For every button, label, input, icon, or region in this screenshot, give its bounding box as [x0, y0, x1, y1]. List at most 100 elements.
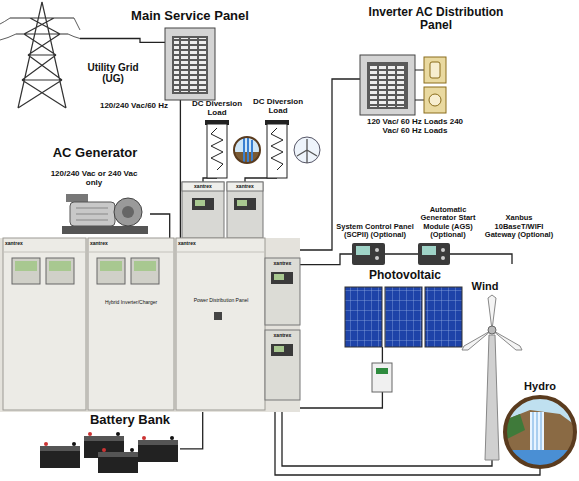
charge-controller — [237, 200, 247, 206]
hydro-scene — [505, 397, 575, 467]
battery — [40, 446, 80, 451]
callout-label: Xanbus 10BaseT/WIFI Gateway (Optional) — [482, 214, 556, 239]
utility-grid: Utility Grid (UG) — [5, 0, 80, 110]
solar-panel — [385, 287, 422, 347]
node-label: Hydro — [515, 380, 565, 392]
main-service-panel — [165, 28, 215, 100]
solar-panel — [345, 287, 462, 347]
node-label: AC Generator — [38, 146, 152, 160]
battery — [40, 432, 178, 473]
node-label: xantrex — [227, 184, 263, 190]
wind-turbine — [462, 330, 492, 350]
generator-start: Automatic Generator Start Module (AGS) (… — [418, 243, 450, 265]
battery — [170, 436, 174, 440]
inverter-cabinet — [3, 238, 86, 410]
node-label: xantrex — [178, 241, 218, 247]
transmission-tower — [0, 18, 80, 40]
mppt-controller — [265, 330, 300, 400]
hydro-scene — [505, 397, 575, 467]
charge-controller — [195, 200, 205, 206]
source-icon — [234, 137, 260, 163]
diversion-resistor — [207, 124, 227, 178]
inverter-charger: xantrexHybrid Inverter/Charger — [88, 238, 174, 410]
wind-turbine — [488, 295, 496, 330]
inverter-cabinet — [134, 261, 156, 271]
wire-connector — [385, 253, 418, 254]
combiner-box — [372, 363, 392, 392]
node-label: Wind — [462, 280, 508, 292]
mppt-controller — [265, 258, 300, 400]
main-service-panel — [174, 38, 206, 92]
charge-controller — [227, 182, 263, 238]
battery-bank: Battery Bank — [38, 432, 180, 474]
node-label: xantrex — [5, 241, 45, 247]
source-icon — [244, 137, 252, 164]
mppt-controller — [265, 258, 300, 325]
photovoltaic-array: Photovoltaic — [345, 287, 462, 347]
wire-connector — [282, 400, 492, 466]
wire-connector — [150, 214, 170, 238]
distribution-panel — [367, 62, 408, 109]
charge-controller — [182, 182, 224, 238]
source-icon — [294, 137, 320, 163]
battery — [98, 452, 138, 473]
service-panel: Main Service Panel120/240 Vac/60 Hz — [165, 28, 215, 100]
control-device — [450, 254, 512, 264]
generator — [76, 208, 108, 220]
transmission-tower — [10, 2, 74, 108]
battery — [130, 448, 134, 452]
combiner-box — [376, 368, 388, 374]
charge-controller — [234, 198, 256, 210]
control-device — [375, 256, 379, 260]
charge-controller — [182, 182, 263, 238]
outlets — [429, 94, 441, 106]
node-label: DC Diversion Load — [249, 98, 307, 116]
wind-turbine — [485, 335, 499, 460]
mppt-controller — [274, 346, 284, 352]
battery — [44, 442, 48, 446]
generator — [70, 202, 115, 226]
main-service-panel — [172, 36, 208, 94]
diversion-resistor — [211, 128, 223, 170]
node-label: xantrex — [265, 261, 300, 267]
hydro-scene — [530, 412, 544, 452]
inverter-cabinet — [15, 261, 37, 271]
charge-controller — [182, 182, 224, 191]
mppt-controller — [271, 344, 293, 356]
battery — [88, 432, 92, 436]
node-label: Battery Bank — [70, 413, 190, 427]
node-label: Hybrid Inverter/Charger — [92, 300, 170, 306]
hydro-source: Hydro — [505, 397, 575, 467]
inverter-cabinet — [88, 238, 174, 410]
wire-connector — [275, 400, 540, 475]
solar-panel — [345, 287, 382, 347]
node-label: Photovoltaic — [355, 269, 455, 282]
battery — [116, 432, 120, 436]
control-device — [418, 243, 450, 265]
diversion-resistor — [271, 128, 283, 170]
charge-controller: xantrex — [182, 182, 224, 238]
wire-connector — [80, 39, 165, 43]
combiner-box — [372, 363, 392, 392]
inverter-cabinet — [97, 258, 125, 284]
battery — [142, 436, 146, 440]
generator: AC Generator120/240 Vac or 240 Vac only — [60, 190, 150, 238]
control-device — [441, 248, 445, 252]
node-label: xantrex — [90, 241, 130, 247]
wire-connector — [180, 410, 203, 449]
outlets — [424, 87, 446, 113]
generator — [114, 198, 142, 226]
battery — [102, 448, 106, 452]
outlets — [424, 57, 446, 83]
battery — [138, 440, 178, 462]
diversion-resistor — [267, 124, 287, 178]
battery — [138, 440, 178, 445]
generator — [66, 194, 88, 202]
generator — [62, 194, 148, 234]
generator — [122, 206, 134, 218]
distribution-panel — [369, 64, 406, 107]
distribution-panel — [360, 55, 415, 115]
wind-turbine — [488, 326, 496, 334]
wind-turbine: Wind — [457, 295, 527, 460]
